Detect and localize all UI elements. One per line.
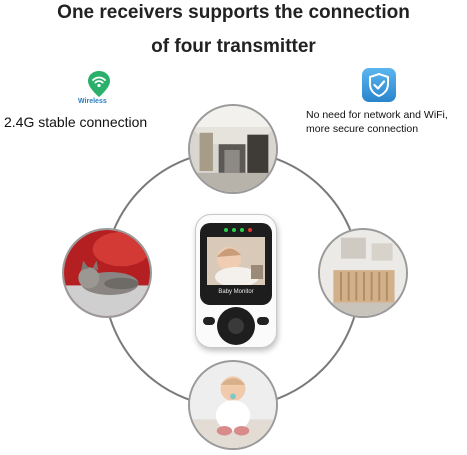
dpad-ok-button[interactable] <box>228 318 244 334</box>
cat-on-bed-photo <box>62 228 152 318</box>
secure-text-line-2: more secure connection <box>306 123 419 135</box>
talk-button[interactable] <box>203 317 215 325</box>
volume-button[interactable] <box>257 317 269 325</box>
headline-line-2: of four transmitter <box>151 36 316 57</box>
shield-check-icon <box>362 68 396 102</box>
navigation-dpad[interactable] <box>217 307 255 345</box>
led-indicator <box>232 228 236 232</box>
device-brand-label: Baby Monitor <box>218 289 254 295</box>
wireless-label: Wireless <box>78 98 107 105</box>
stable-connection-text: 2.4G stable connection <box>4 114 148 130</box>
wifi-location-pin-icon <box>88 71 110 97</box>
hallway-room-photo <box>188 104 278 194</box>
monitor-screen <box>207 237 265 285</box>
headline-line-1: One receivers supports the connection <box>57 2 410 23</box>
crib-nursery-photo <box>318 228 408 318</box>
monitor-bezel: Baby Monitor <box>200 223 272 305</box>
led-indicator <box>248 228 252 232</box>
secure-connection-text: No need for network and WiFi, more secur… <box>306 108 448 136</box>
led-indicator <box>224 228 228 232</box>
baby-sitting-photo <box>188 360 278 450</box>
secure-text-line-1: No need for network and WiFi, <box>306 109 448 121</box>
led-indicator <box>240 228 244 232</box>
baby-monitor-device: Baby Monitor <box>195 214 277 348</box>
